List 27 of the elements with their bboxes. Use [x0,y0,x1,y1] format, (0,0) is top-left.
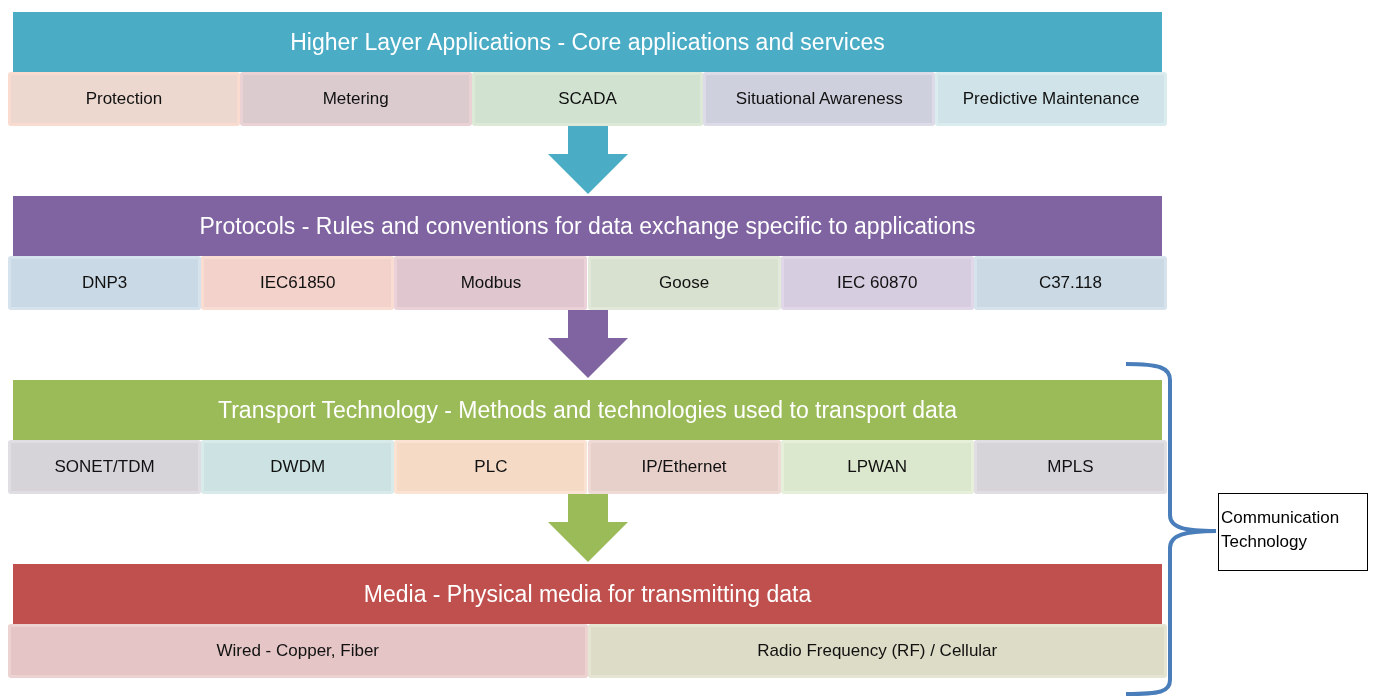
block-arrow [548,126,628,194]
layer-header: Protocols - Rules and conventions for data exchange specific to applications [13,196,1162,256]
layer-item: IEC61850 [201,256,395,310]
layer-item: SONET/TDM [8,440,202,494]
layer-item: Radio Frequency (RF) / Cellular [587,624,1167,678]
layer-header: Transport Technology - Methods and technologies used to transport data [13,380,1162,440]
layer-item: MPLS [973,440,1167,494]
layer-header: Higher Layer Applications - Core applications and services [13,12,1162,72]
layer-item: Modbus [394,256,588,310]
layer-item: DWDM [201,440,395,494]
layer-item: Goose [587,256,781,310]
block-arrow [548,310,628,378]
layer-item: LPWAN [780,440,974,494]
layer-item: Wired - Copper, Fiber [8,624,588,678]
layer-item: IP/Ethernet [587,440,781,494]
layer-item: C37.118 [973,256,1167,310]
layer-item: IEC 60870 [780,256,974,310]
layer-item: Situational Awareness [703,72,936,126]
layer-item: Predictive Maintenance [935,72,1167,126]
block-arrow [548,494,628,562]
layer-item: Metering [239,72,472,126]
text-box: Communication Technology [1218,493,1368,571]
layer-item: DNP3 [8,256,202,310]
layer-item: Protection [8,72,240,126]
layer-item: SCADA [471,72,704,126]
layer-item: PLC [394,440,588,494]
layer-header: Media - Physical media for transmitting data [13,564,1162,624]
